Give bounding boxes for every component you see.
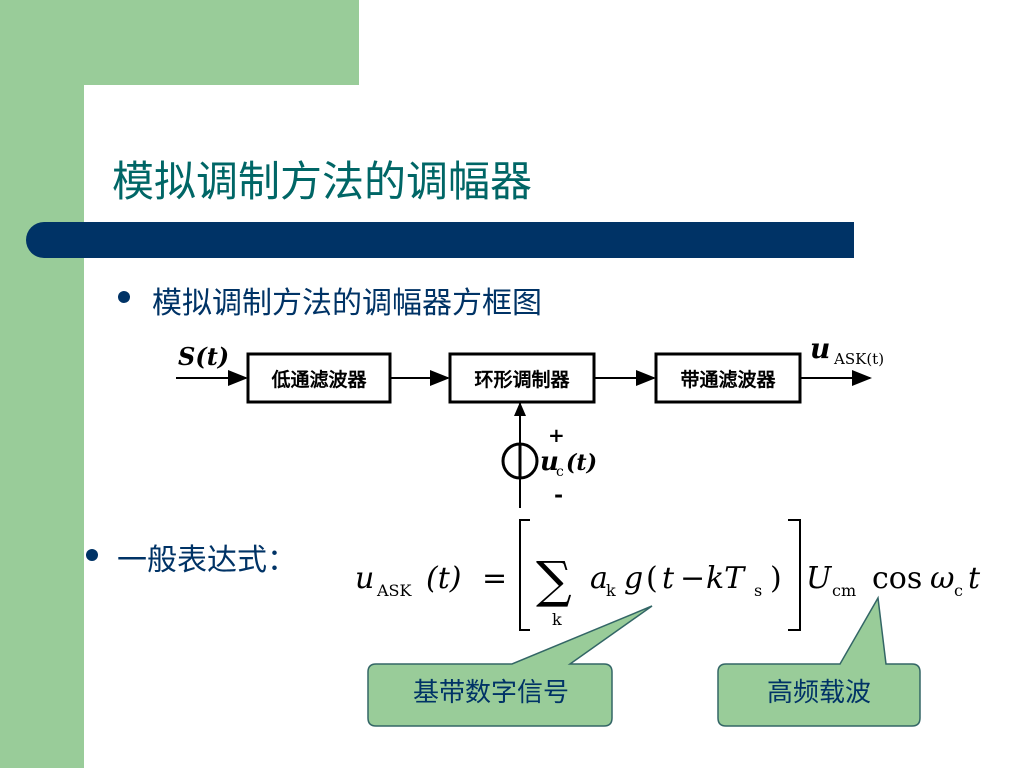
formula-equals: = <box>482 561 507 596</box>
formula-kT-sub: s <box>754 581 762 600</box>
formula-U: U <box>806 561 833 596</box>
slide-title: 模拟调制方法的调幅器 <box>112 157 533 206</box>
title-underline-bar <box>84 222 854 258</box>
bullet-dot <box>86 549 98 561</box>
bullet-dot <box>118 291 130 303</box>
callout-baseband-label: 基带数字信号 <box>412 678 569 708</box>
callout-baseband <box>367 605 653 727</box>
carrier-label-arg: (t) <box>566 450 597 476</box>
callout-carrier <box>717 595 921 727</box>
carrier-plus-sign: + <box>548 423 565 447</box>
right-bracket <box>788 519 801 631</box>
bandpass-filter-label: 带通滤波器 <box>680 368 776 391</box>
formula-paren-open: ( <box>646 561 658 596</box>
formula-lhs-sub: ASK <box>376 581 413 600</box>
callout-carrier-label: 高频载波 <box>766 678 871 708</box>
formula-t: t <box>662 561 675 596</box>
output-signal-label: u <box>810 332 830 365</box>
carrier-arrow-head <box>514 402 526 416</box>
formula-kT: kT <box>706 561 746 596</box>
bullet-text-diagram: 模拟调制方法的调幅器方框图 <box>152 286 542 321</box>
formula-g: g <box>624 561 643 596</box>
formula-paren-close: ) <box>770 561 782 596</box>
left-green-band <box>0 0 84 768</box>
lowpass-filter-label: 低通滤波器 <box>270 368 367 391</box>
formula-t-end: t <box>968 561 981 596</box>
carrier-label-sub: c <box>556 464 564 480</box>
summation-symbol: ∑ <box>536 551 572 609</box>
output-signal-subscript: ASK(t) <box>833 350 884 368</box>
carrier-label-main: u <box>540 447 559 477</box>
formula-omega: ω <box>930 561 954 596</box>
formula-U-sub: cm <box>832 581 856 600</box>
ring-modulator-label: 环形调制器 <box>474 368 570 391</box>
formula-minus: − <box>680 561 705 596</box>
summation-index: k <box>552 610 562 629</box>
formula-cos: cos <box>872 561 922 596</box>
left-bracket <box>519 519 530 631</box>
carrier-minus-sign: - <box>554 482 563 508</box>
formula-lhs-arg: (t) <box>426 561 461 596</box>
top-green-band <box>84 0 359 85</box>
bandpass-filter-block <box>654 352 802 404</box>
formula-a-sub: k <box>606 581 616 600</box>
input-signal-label: S(t) <box>178 342 229 371</box>
formula-lhs-u: u <box>355 561 374 596</box>
bullet-text-formula: 一般表达式： <box>117 543 297 578</box>
formula-omega-sub: c <box>954 581 963 600</box>
formula-a: a <box>590 561 608 596</box>
